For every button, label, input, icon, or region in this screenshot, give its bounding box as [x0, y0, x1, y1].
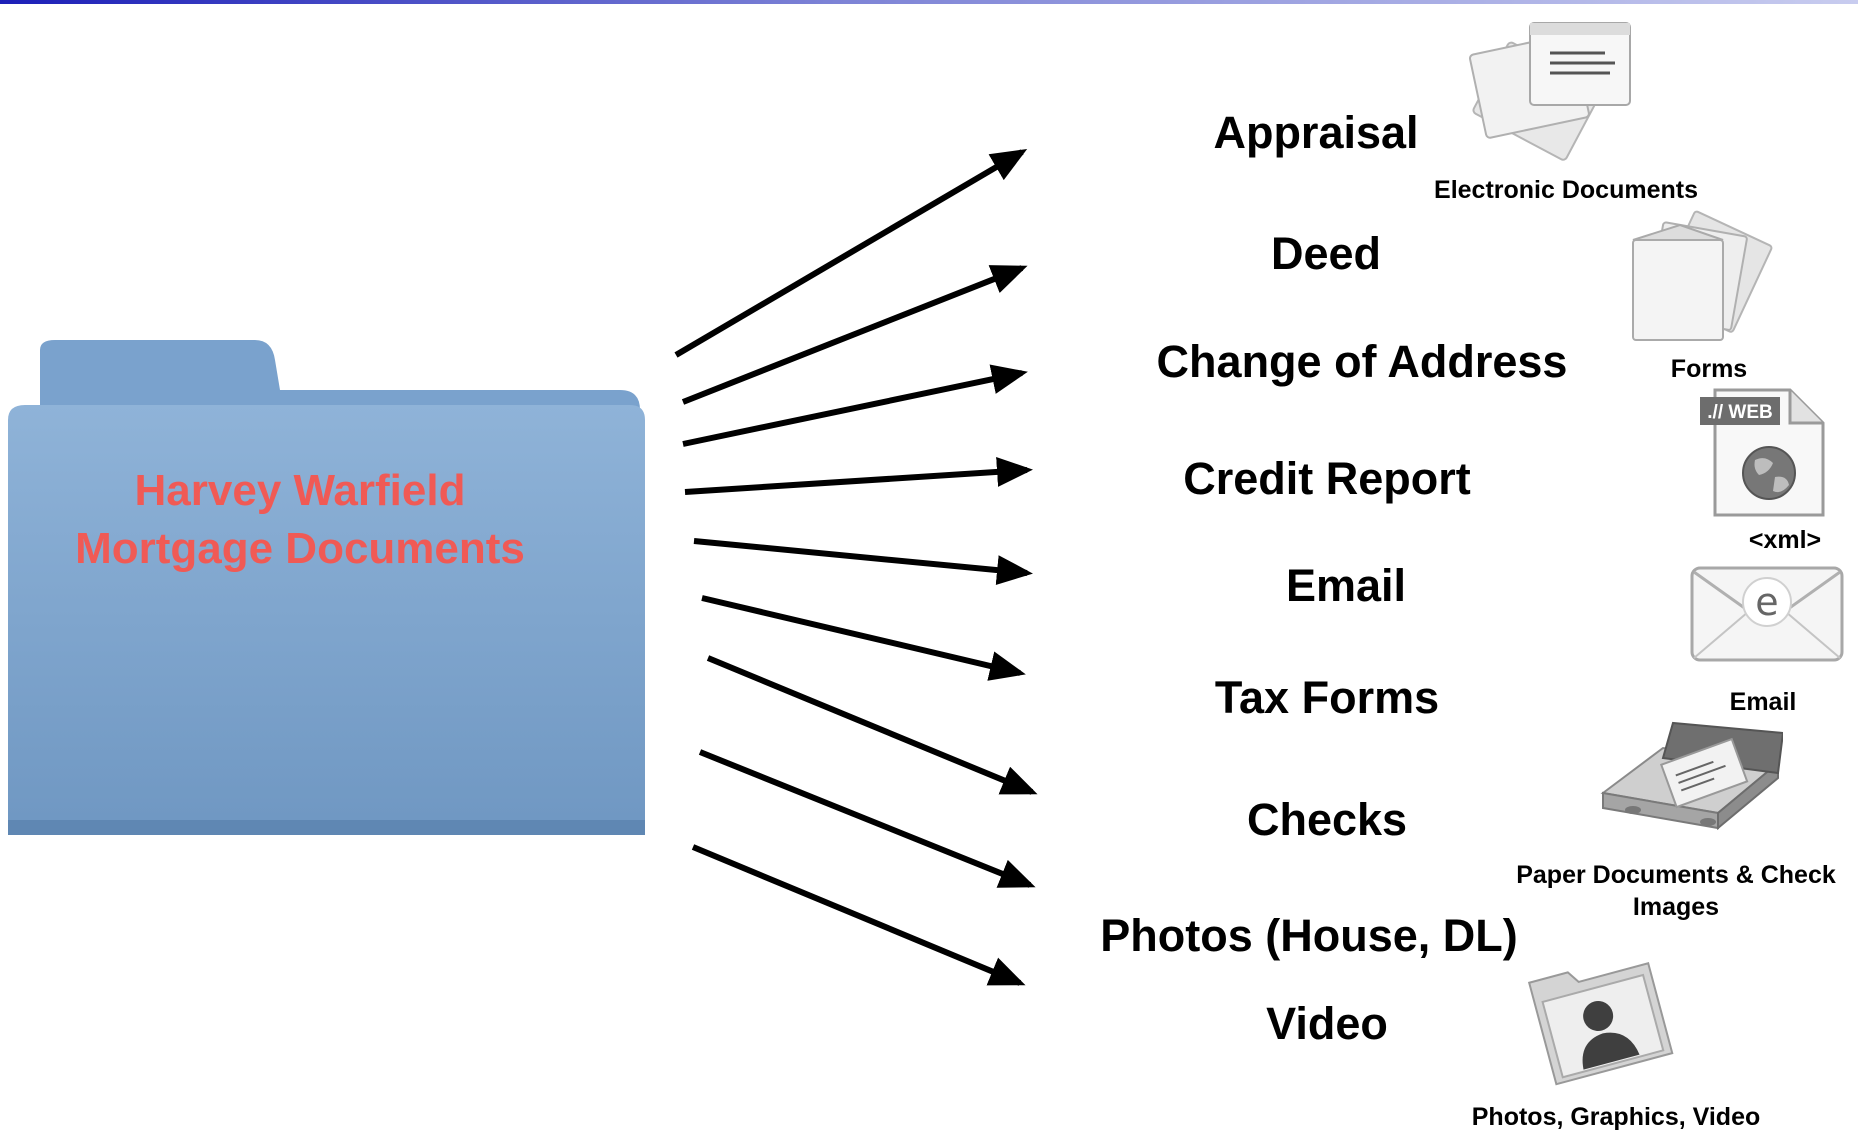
photo-folder-icon [1527, 962, 1674, 1086]
forms-icon [1632, 210, 1773, 341]
category-appraisal: Appraisal [1213, 107, 1419, 158]
category-photos: Photos (House, DL) [1100, 910, 1518, 961]
envelope-letter: e [1755, 580, 1778, 624]
electronic-documents-icon [1468, 22, 1631, 161]
email-envelope-icon: e [1690, 566, 1844, 662]
email-label: Email [1729, 688, 1797, 716]
folder-title-line1: Harvey Warfield [134, 466, 466, 515]
arrow-credit-report [684, 456, 1033, 495]
category-change-of-address: Change of Address [1156, 336, 1568, 387]
arrow-video [691, 844, 1026, 986]
web-badge: .// WEB [1707, 402, 1772, 423]
category-deed: Deed [1270, 228, 1382, 279]
arrow-change-of-address [682, 364, 1028, 447]
arrow-photos [698, 749, 1036, 888]
arrow-email [693, 538, 1033, 586]
arrow-deed [681, 265, 1028, 405]
top-accent-bar [0, 0, 1858, 4]
scanner-label: Paper Documents & Check Images [1516, 861, 1836, 921]
arrow-tax-forms [701, 595, 1026, 681]
category-video: Video [1266, 998, 1388, 1049]
folder-title-line2: Mortgage Documents [75, 524, 525, 573]
category-email: Email [1285, 560, 1407, 611]
xml-label: <xml> [1748, 526, 1822, 554]
folder-icon [8, 340, 645, 835]
category-tax-forms: Tax Forms [1214, 672, 1440, 723]
folder-title: Harvey Warfield Mortgage Documents [0, 462, 600, 578]
arrow-checks [706, 655, 1038, 795]
category-checks: Checks [1246, 794, 1408, 845]
scanner-icon [1600, 721, 1783, 831]
photos-graphics-video-label: Photos, Graphics, Video [1471, 1103, 1761, 1131]
forms-label: Forms [1670, 355, 1748, 383]
category-credit-report: Credit Report [1183, 453, 1471, 504]
arrow-appraisal [674, 148, 1028, 358]
electronic-documents-label: Electronic Documents [1434, 176, 1698, 204]
web-xml-icon: .// WEB [1700, 388, 1825, 517]
